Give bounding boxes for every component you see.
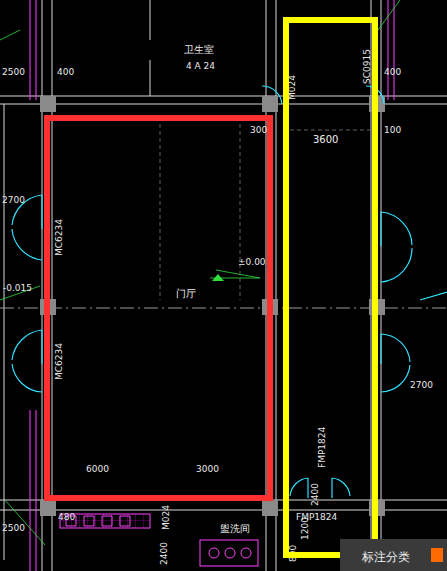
vertical-label: 2400 <box>160 542 169 565</box>
dimension-label: 100 <box>384 126 401 135</box>
dimension-label: 2500 <box>2 68 25 77</box>
leader-lines <box>0 0 400 545</box>
vertical-label: FMP1824 <box>318 427 327 468</box>
vertical-label: 2400 <box>311 483 320 506</box>
dimension-label: 400 <box>384 68 401 77</box>
room-label: 3600 <box>313 134 338 145</box>
dimension-label: 300 <box>250 126 267 135</box>
vertical-label: SC0915 <box>363 49 372 84</box>
vertical-label: MC6234 <box>55 219 64 256</box>
dimension-label: 盥洗间 <box>220 524 250 534</box>
vertical-label: 1200 <box>301 517 310 540</box>
dimension-label: -0.015 <box>3 284 32 293</box>
dimension-label: 2700 <box>410 381 433 390</box>
dimension-label: 3000 <box>196 465 219 474</box>
door-swings <box>12 86 447 498</box>
highlight-box: 3600 <box>283 17 378 558</box>
window-lines <box>30 0 394 571</box>
dimension-label: 480 <box>58 513 75 522</box>
dashed-line <box>160 124 371 300</box>
vertical-label: M024 <box>162 505 171 530</box>
orange-square <box>431 548 443 562</box>
highlight-box: 门厅 <box>44 115 273 501</box>
toolbar-button: 标注分类 <box>340 539 447 571</box>
dimension-label: 4 A 24 <box>186 62 215 71</box>
columns <box>40 96 385 516</box>
button-label: 标注分类 <box>362 551 410 564</box>
dimension-label: 卫生室 <box>184 45 214 55</box>
vertical-label: M024 <box>288 75 297 100</box>
room-label: 门厅 <box>176 288 196 299</box>
dimension-label: 400 <box>57 68 74 77</box>
dimension-label: ±0.00 <box>238 258 266 267</box>
level-mark <box>212 274 224 281</box>
toilet-stalls <box>60 514 258 566</box>
vertical-label: MC6234 <box>55 343 64 380</box>
dimension-label: 2500 <box>2 524 25 533</box>
dimension-label: 2700 <box>2 196 25 205</box>
dimension-label: 6000 <box>86 465 109 474</box>
